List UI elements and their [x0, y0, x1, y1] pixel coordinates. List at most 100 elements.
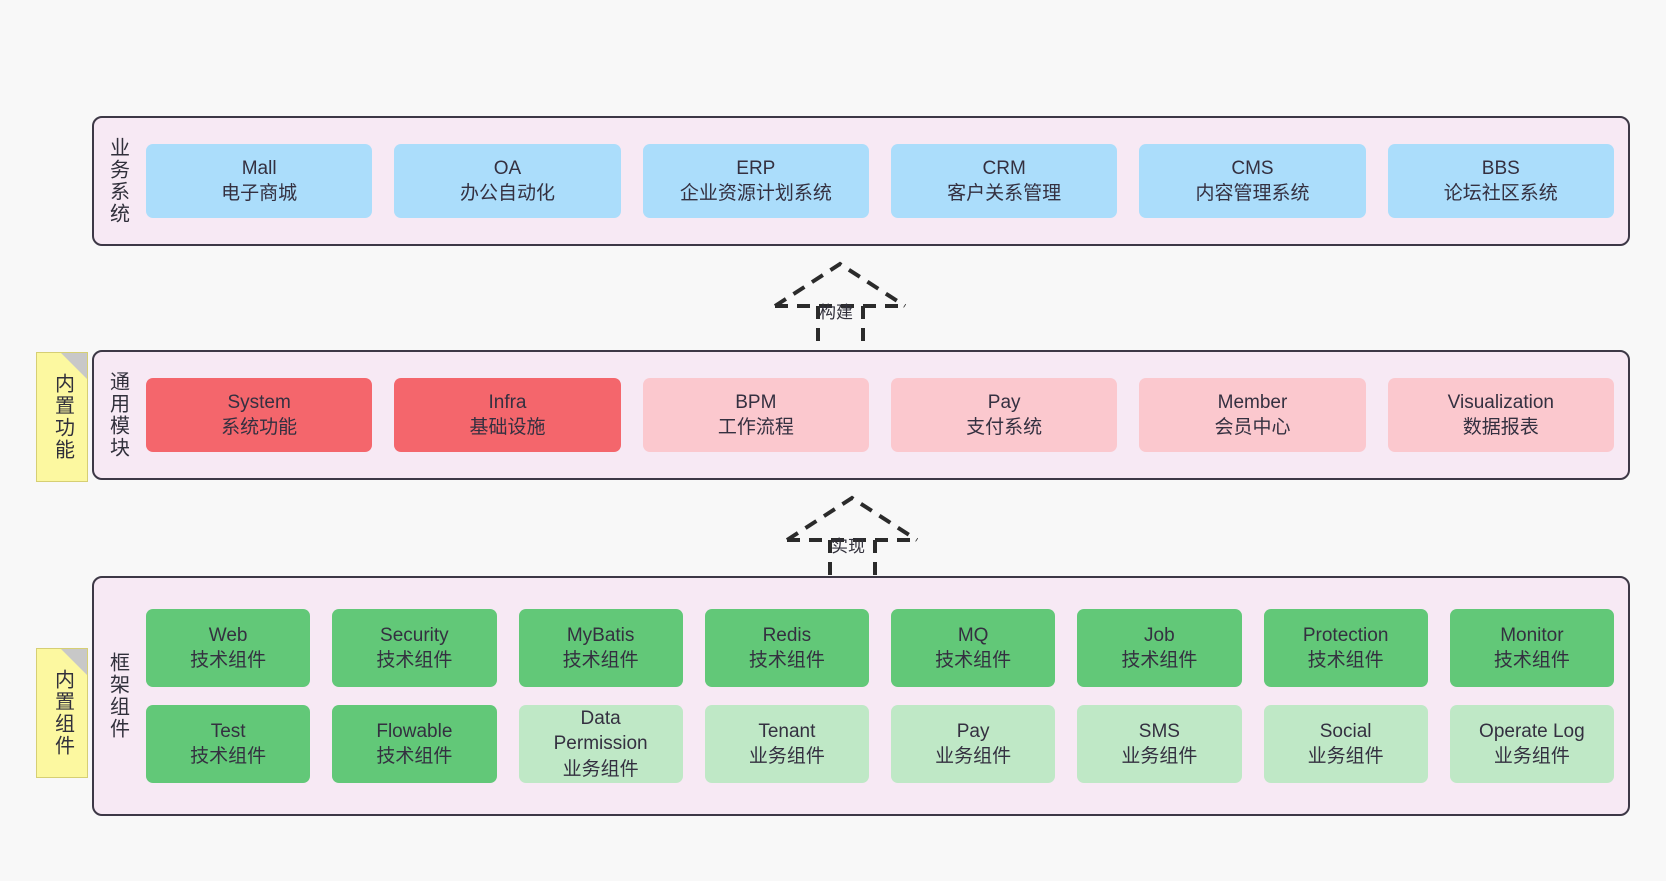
- card-subtitle: 工作流程: [717, 417, 794, 438]
- layer-common-modules: 通用模块 System 系统功能 Infra 基础设施 BPM 工作流程 Pay…: [92, 350, 1630, 480]
- card-subtitle: 技术组件: [190, 746, 267, 767]
- card-social[interactable]: Social 业务组件: [1263, 705, 1428, 783]
- card-title: Visualization: [1447, 391, 1554, 413]
- card-title: Test: [210, 720, 246, 742]
- uml-realization-arrow-icon: [773, 261, 907, 358]
- card-crm[interactable]: CRM 客户关系管理: [890, 144, 1118, 218]
- card-visualization[interactable]: Visualization 数据报表: [1387, 378, 1614, 452]
- layer-body-common-modules: System 系统功能 Infra 基础设施 BPM 工作流程 Pay 支付系统…: [140, 352, 1628, 478]
- card-title: Mall: [241, 157, 277, 179]
- note-label: 内置功能: [51, 373, 74, 461]
- card-subtitle: 会员中心: [1214, 417, 1291, 438]
- card-title: Monitor: [1500, 624, 1564, 646]
- card-subtitle: 技术组件: [376, 746, 453, 767]
- layer-body-framework-components: Web 技术组件 Security 技术组件 MyBatis 技术组件 Redi…: [140, 578, 1628, 814]
- card-subtitle: 业务组件: [935, 746, 1012, 767]
- card-subtitle: 客户关系管理: [947, 183, 1062, 204]
- card-test[interactable]: Test 技术组件: [146, 705, 311, 783]
- card-member[interactable]: Member 会员中心: [1139, 378, 1366, 452]
- card-security[interactable]: Security 技术组件: [332, 609, 497, 687]
- card-title: OA: [493, 157, 522, 179]
- card-subtitle: 业务组件: [1307, 746, 1384, 767]
- card-subtitle: 技术组件: [1307, 650, 1384, 671]
- layer-business-systems: 业务系统 Mall 电子商城 OA 办公自动化 ERP 企业资源计划系统 CRM…: [92, 116, 1630, 246]
- card-oa[interactable]: OA 办公自动化: [394, 144, 621, 218]
- folded-corner-icon: [61, 353, 87, 379]
- card-subtitle: 支付系统: [966, 417, 1043, 438]
- card-job[interactable]: Job 技术组件: [1077, 609, 1242, 687]
- card-subtitle: 技术组件: [748, 650, 825, 671]
- card-subtitle: 论坛社区系统: [1443, 183, 1558, 204]
- uml-realization-arrow-icon: [785, 495, 919, 592]
- card-bbs[interactable]: BBS 论坛社区系统: [1387, 144, 1614, 218]
- card-system[interactable]: System 系统功能: [146, 378, 373, 452]
- card-cms[interactable]: CMS 内容管理系统: [1139, 144, 1366, 218]
- card-subtitle: 电子商城: [221, 183, 298, 204]
- card-title: Job: [1144, 624, 1175, 646]
- card-title: Protection: [1302, 624, 1389, 646]
- card-mall[interactable]: Mall 电子商城: [146, 144, 373, 218]
- card-flowable[interactable]: Flowable 技术组件: [332, 705, 497, 783]
- layer-title-business-systems: 业务系统: [106, 137, 129, 225]
- card-data-permission[interactable]: Data Permission 业务组件: [518, 705, 683, 783]
- layer-framework-components: 框架组件 Web 技术组件 Security 技术组件 MyBatis 技术组件…: [92, 576, 1630, 816]
- card-operate-log[interactable]: Operate Log 业务组件: [1449, 705, 1614, 783]
- card-subtitle: 技术组件: [376, 650, 453, 671]
- card-tenant[interactable]: Tenant 业务组件: [704, 705, 869, 783]
- folded-corner-icon: [61, 649, 87, 675]
- layer-body-business-systems: Mall 电子商城 OA 办公自动化 ERP 企业资源计划系统 CRM 客户关系…: [140, 118, 1628, 244]
- card-title: ERP: [736, 157, 776, 179]
- card-title: Operate Log: [1479, 720, 1585, 742]
- connector-build-label: 构建: [819, 303, 853, 322]
- card-subtitle: 内容管理系统: [1195, 183, 1310, 204]
- card-title: Data Permission: [553, 708, 648, 755]
- card-title: CRM: [982, 157, 1026, 179]
- card-erp[interactable]: ERP 企业资源计划系统: [642, 144, 869, 218]
- card-title: CMS: [1231, 157, 1274, 179]
- card-subtitle: 办公自动化: [459, 183, 555, 204]
- card-subtitle: 业务组件: [1121, 746, 1198, 767]
- connector-implement: 实现: [772, 492, 932, 592]
- card-title: Web: [208, 624, 248, 646]
- card-title: System: [227, 391, 291, 413]
- card-title: Infra: [488, 391, 527, 413]
- card-title: BPM: [735, 391, 777, 413]
- card-title: BBS: [1481, 157, 1520, 179]
- card-pay-component[interactable]: Pay 业务组件: [891, 705, 1056, 783]
- card-mybatis[interactable]: MyBatis 技术组件: [518, 609, 683, 687]
- card-infra[interactable]: Infra 基础设施: [394, 378, 621, 452]
- card-subtitle: 业务组件: [562, 758, 639, 780]
- card-pay[interactable]: Pay 支付系统: [890, 378, 1118, 452]
- layer-title-framework-components: 框架组件: [106, 652, 129, 740]
- card-title: Tenant: [758, 720, 816, 742]
- card-web[interactable]: Web 技术组件: [146, 609, 311, 687]
- card-subtitle: 技术组件: [1121, 650, 1198, 671]
- card-subtitle: 数据报表: [1462, 417, 1539, 438]
- card-title: MQ: [957, 624, 989, 646]
- card-subtitle: 企业资源计划系统: [679, 183, 832, 204]
- card-title: Pay: [987, 391, 1021, 413]
- card-subtitle: 业务组件: [748, 746, 825, 767]
- card-mq[interactable]: MQ 技术组件: [891, 609, 1056, 687]
- card-bpm[interactable]: BPM 工作流程: [642, 378, 869, 452]
- card-subtitle: 技术组件: [562, 650, 639, 671]
- connector-implement-label: 实现: [831, 537, 865, 556]
- card-redis[interactable]: Redis 技术组件: [704, 609, 869, 687]
- card-monitor[interactable]: Monitor 技术组件: [1449, 609, 1614, 687]
- card-title: Security: [380, 624, 449, 646]
- card-title: Pay: [956, 720, 990, 742]
- card-protection[interactable]: Protection 技术组件: [1263, 609, 1428, 687]
- card-subtitle: 技术组件: [190, 650, 267, 671]
- card-subtitle: 技术组件: [935, 650, 1012, 671]
- note-builtin-components: 内置组件: [36, 648, 88, 778]
- card-subtitle: 业务组件: [1493, 746, 1570, 767]
- card-title: Flowable: [376, 720, 453, 742]
- note-builtin-features: 内置功能: [36, 352, 88, 482]
- card-title: MyBatis: [566, 624, 635, 646]
- card-subtitle: 基础设施: [469, 417, 546, 438]
- card-title: Redis: [762, 624, 812, 646]
- note-label: 内置组件: [51, 669, 74, 757]
- card-sms[interactable]: SMS 业务组件: [1077, 705, 1242, 783]
- connector-build: 构建: [760, 258, 920, 358]
